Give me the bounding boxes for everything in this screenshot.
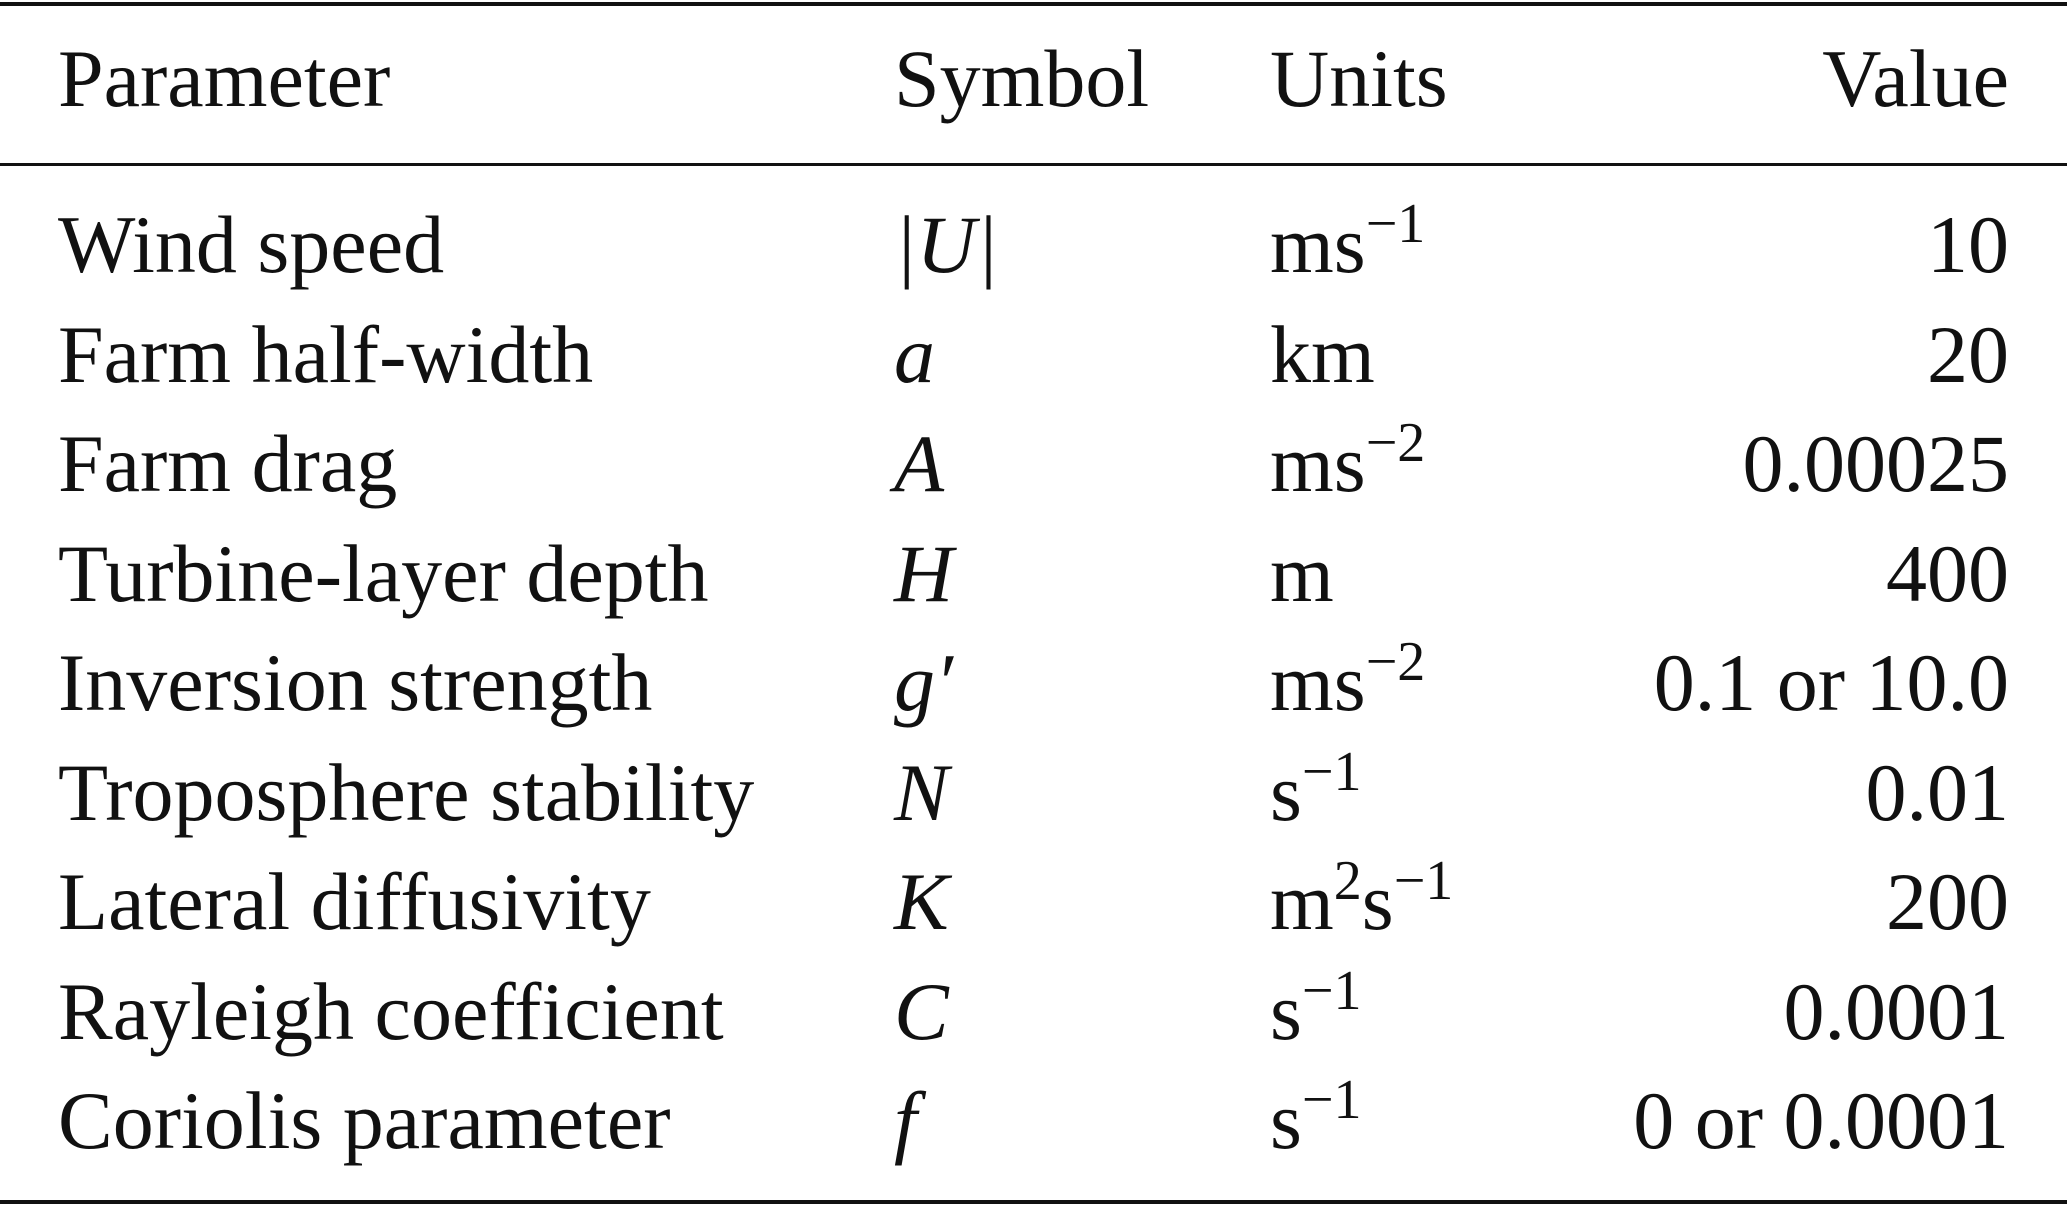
symbol-cell: N [894,746,949,838]
units-base: ms [1270,418,1366,509]
units-cell: km [1270,300,1375,409]
units-cell: ms−2 [1270,628,1425,737]
units-cell: s−1 [1270,738,1362,847]
table-header: Parameter Symbol Units Value [0,24,2067,133]
value-cell: 400 [1886,527,2009,619]
units-exponent: −2 [1365,412,1426,474]
units-base: s [1270,746,1302,838]
table-row: Inversion strength g′ ms−2 0.1 or 10.0 [0,628,2067,737]
units-base: s [1270,965,1302,1057]
units-cell: s−1 [1270,1066,1362,1175]
units-base: ms [1270,199,1366,290]
symbol-cell: |U| [894,199,999,290]
units-cell: ms−2 [1270,409,1425,518]
value-cell: 0 or 0.0001 [1633,1075,2009,1166]
units-exponent: −1 [1301,959,1362,1022]
parameter-cell: Inversion strength [58,637,653,728]
units-exponent: −1 [1301,740,1362,803]
bottom-rule [0,1200,2067,1204]
units-base: m [1270,527,1334,619]
value-cell: 0.0001 [1783,965,2010,1057]
symbol-cell: g′ [894,637,953,728]
parameter-cell: Lateral diffusivity [58,856,651,947]
parameter-cell: Coriolis parameter [58,1075,671,1166]
value-cell: 20 [1927,308,2009,400]
parameter-cell: Farm drag [58,418,398,509]
value-cell: 0.1 or 10.0 [1653,637,2009,728]
symbol-cell: f [894,1075,917,1166]
header-parameter: Parameter [58,33,391,124]
value-cell: 10 [1927,199,2009,290]
units-exponent-2: −1 [1393,850,1454,912]
symbol-cell: K [894,856,949,947]
units-base: m [1270,856,1334,947]
units-exponent: −2 [1365,631,1426,693]
parameter-cell: Wind speed [58,199,445,290]
units-base: ms [1270,637,1366,728]
value-cell: 0.01 [1865,746,2010,838]
header-value: Value [1822,33,2009,124]
value-cell: 0.00025 [1742,418,2010,509]
symbol-cell: C [894,965,949,1057]
symbol-cell: H [894,527,954,619]
units-cell: ms−1 [1270,190,1425,299]
units-cell: s−1 [1270,957,1362,1066]
symbol-cell: a [894,308,935,400]
parameter-cell: Rayleigh coefficient [58,965,724,1057]
units-exponent: −1 [1301,1069,1362,1131]
header-units: Units [1270,33,1448,124]
symbol-cell: A [894,418,945,509]
units-base: km [1270,308,1375,400]
header-rule [0,163,2067,166]
value-cell: 200 [1886,856,2009,947]
units-cell: m [1270,519,1334,628]
units-base: s [1270,1075,1302,1166]
top-rule [0,2,2067,6]
table-row: Wind speed |U| ms−1 10 [0,190,2067,299]
units-cell: m2s−1 [1270,847,1453,956]
table-row: Coriolis parameter f s−1 0 or 0.0001 [0,1066,2067,1175]
units-exponent: 2 [1333,850,1362,912]
parameter-cell: Troposphere stability [58,746,755,838]
header-symbol: Symbol [894,33,1150,124]
table-row: Farm half-width a km 20 [0,300,2067,409]
parameter-cell: Turbine-layer depth [58,527,709,619]
units-exponent: −1 [1365,193,1426,255]
units-base-2: s [1361,856,1394,947]
parameter-cell: Farm half-width [58,308,594,400]
